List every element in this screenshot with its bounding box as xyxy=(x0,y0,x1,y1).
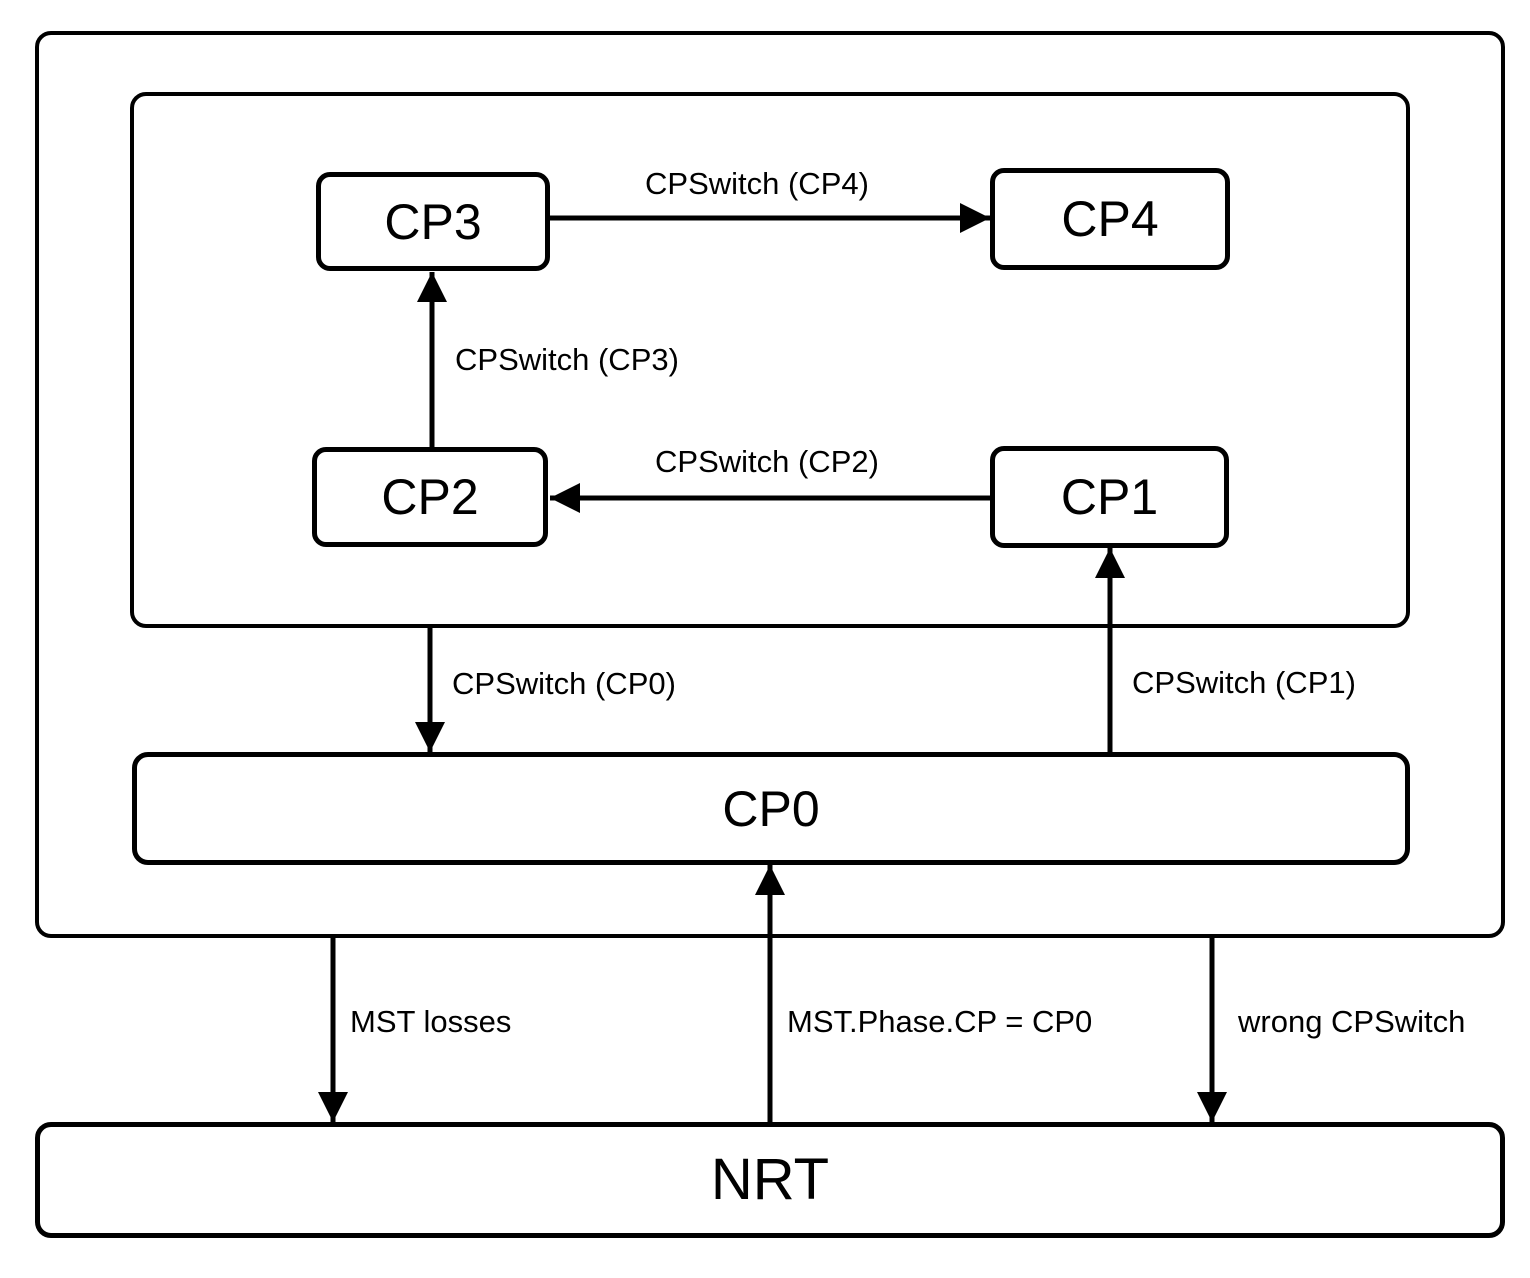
edge-label-cpswitch-cp1: CPSwitch (CP1) xyxy=(1132,665,1356,701)
edge-label-cpswitch-cp0: CPSwitch (CP0) xyxy=(452,666,676,702)
edge-label-wrong-cpswitch: wrong CPSwitch xyxy=(1238,1004,1466,1040)
node-cp0: CP0 xyxy=(132,752,1410,865)
edge-label-mst-phase-cp: MST.Phase.CP = CP0 xyxy=(787,1004,1093,1040)
inner-region-box xyxy=(130,92,1410,628)
node-cp3-label: CP3 xyxy=(384,193,482,250)
node-cp4: CP4 xyxy=(990,168,1230,270)
node-cp2: CP2 xyxy=(312,447,548,547)
node-nrt: NRT xyxy=(35,1122,1505,1238)
node-cp0-label: CP0 xyxy=(722,780,820,837)
node-cp4-label: CP4 xyxy=(1061,191,1159,247)
edge-label-mst-losses: MST losses xyxy=(350,1004,512,1040)
node-cp1-label: CP1 xyxy=(1060,469,1159,525)
node-cp3: CP3 xyxy=(316,172,550,271)
edge-label-cpswitch-cp4: CPSwitch (CP4) xyxy=(645,166,869,202)
node-cp2-label: CP2 xyxy=(381,469,479,525)
node-nrt-label: NRT xyxy=(710,1147,830,1212)
edge-label-cpswitch-cp2: CPSwitch (CP2) xyxy=(655,444,879,480)
node-cp1: CP1 xyxy=(990,446,1229,548)
edge-label-cpswitch-cp3: CPSwitch (CP3) xyxy=(455,342,679,378)
